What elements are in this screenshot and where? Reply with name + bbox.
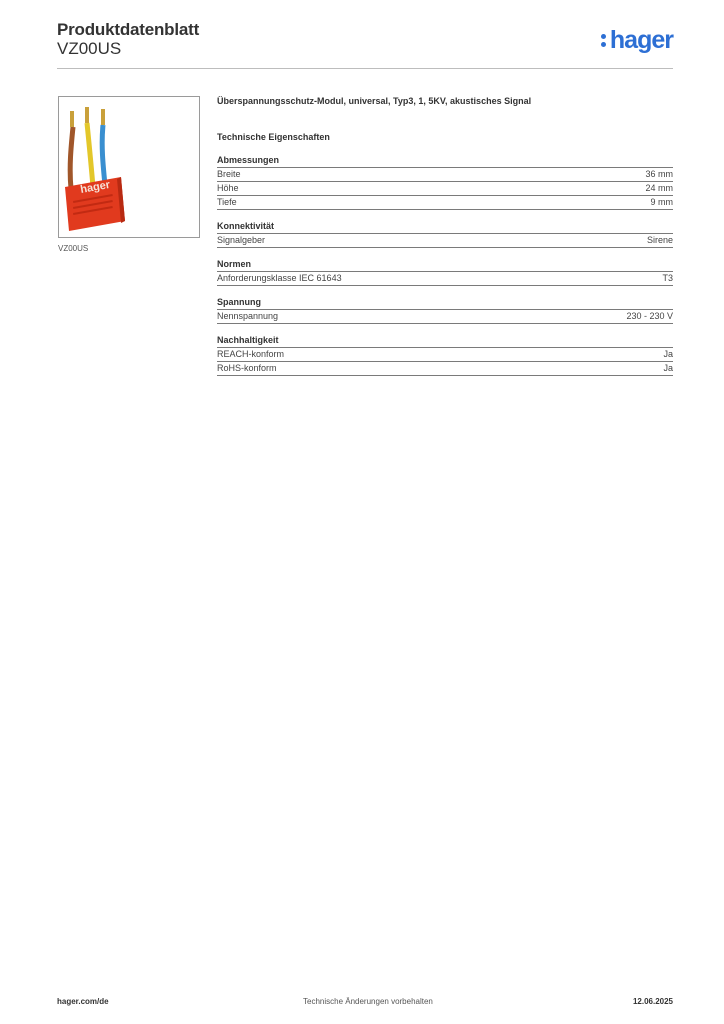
row-label: Breite xyxy=(217,169,241,179)
product-image: hager xyxy=(58,96,200,238)
section-nachhaltigkeit: Nachhaltigkeit REACH-konform Ja RoHS-kon… xyxy=(217,334,673,376)
row-label: Anforderungsklasse IEC 61643 xyxy=(217,273,342,283)
row-value: 24 mm xyxy=(645,183,673,193)
table-row: Anforderungsklasse IEC 61643 T3 xyxy=(217,272,673,286)
table-row: Tiefe 9 mm xyxy=(217,196,673,210)
row-label: RoHS-konform xyxy=(217,363,277,373)
table-row: Signalgeber Sirene xyxy=(217,234,673,248)
document-title: Produktdatenblatt xyxy=(57,20,200,39)
section-spannung: Spannung Nennspannung 230 - 230 V xyxy=(217,296,673,324)
row-value: Ja xyxy=(663,349,673,359)
table-row: Höhe 24 mm xyxy=(217,182,673,196)
header-divider xyxy=(57,68,673,69)
row-value: 36 mm xyxy=(645,169,673,179)
row-label: Höhe xyxy=(217,183,239,193)
row-label: Signalgeber xyxy=(217,235,266,245)
surge-module-illustration: hager xyxy=(65,107,125,231)
row-label: Nennspannung xyxy=(217,311,279,321)
hager-logo: hager xyxy=(600,26,674,54)
table-row: REACH-konform Ja xyxy=(217,348,673,362)
product-description: Überspannungsschutz-Modul, universal, Ty… xyxy=(217,96,532,106)
footer-notice: Technische Änderungen vorbehalten xyxy=(303,997,433,1006)
row-value: 9 mm xyxy=(650,197,674,207)
row-value: Sirene xyxy=(646,235,673,245)
row-value: 230 - 230 V xyxy=(626,311,673,321)
section-title: Nachhaltigkeit xyxy=(217,334,673,348)
logo-dots-icon xyxy=(600,34,606,50)
tech-properties-title: Technische Eigenschaften xyxy=(217,132,330,142)
page-header: Produktdatenblatt VZ00US hager xyxy=(57,20,674,69)
image-caption: VZ00US xyxy=(58,244,89,253)
row-value: T3 xyxy=(662,273,673,283)
section-title: Normen xyxy=(217,258,673,272)
product-code: VZ00US xyxy=(57,39,122,58)
table-row: Breite 36 mm xyxy=(217,168,673,182)
section-title: Abmessungen xyxy=(217,154,673,168)
footer-website-link[interactable]: hager.com/de xyxy=(57,997,109,1006)
section-title: Konnektivität xyxy=(217,220,673,234)
section-title: Spannung xyxy=(217,296,673,310)
footer-date: 12.06.2025 xyxy=(632,997,673,1006)
page-footer: hager.com/de Technische Änderungen vorbe… xyxy=(57,997,673,1011)
table-row: RoHS-konform Ja xyxy=(217,362,673,376)
section-konnektivitaet: Konnektivität Signalgeber Sirene xyxy=(217,220,673,248)
table-row: Nennspannung 230 - 230 V xyxy=(217,310,673,324)
row-value: Ja xyxy=(663,363,673,373)
row-label: Tiefe xyxy=(217,197,237,207)
section-normen: Normen Anforderungsklasse IEC 61643 T3 xyxy=(217,258,673,286)
section-abmessungen: Abmessungen Breite 36 mm Höhe 24 mm Tief… xyxy=(217,154,673,210)
logo-text: hager xyxy=(609,26,674,54)
product-details: Überspannungsschutz-Modul, universal, Ty… xyxy=(217,95,673,376)
module-label: hager xyxy=(79,179,111,196)
row-label: REACH-konform xyxy=(217,349,285,359)
